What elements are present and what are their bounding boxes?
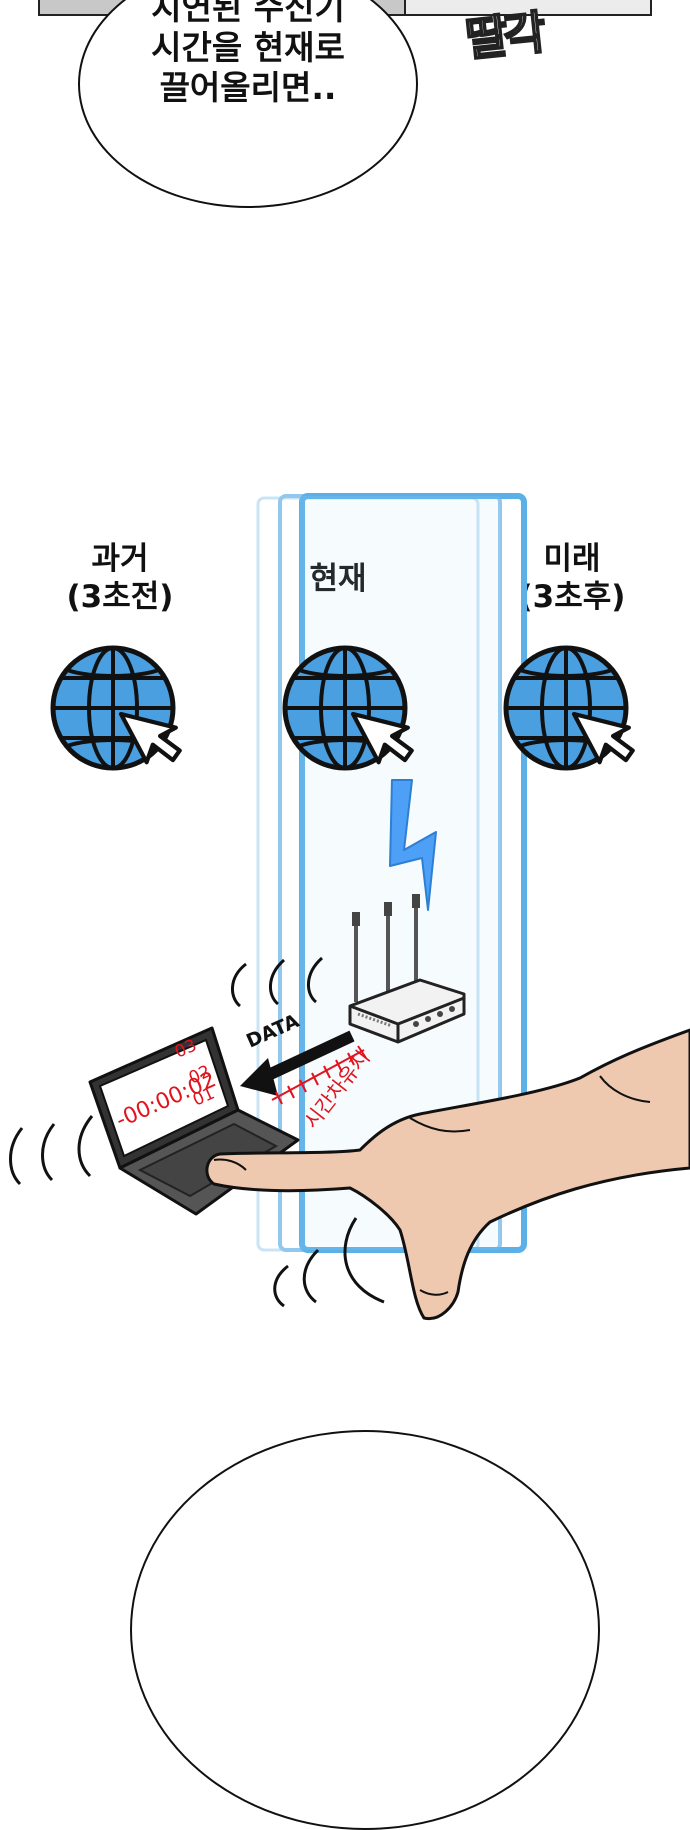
bubble-line-2: 시간을 현재로 — [151, 28, 345, 67]
past-label-line2: (3초전) — [66, 579, 174, 615]
past-label: 과거 (3초전) — [40, 540, 200, 616]
future-label-line2: (3초후) — [518, 579, 626, 615]
present-label: 현재 — [258, 560, 418, 598]
bubble-line-1: 지연된 수신기 — [151, 0, 345, 27]
future-globe-icon — [506, 648, 642, 771]
router-icon — [348, 894, 466, 1044]
laptop-vibration-waves — [9, 1115, 385, 1308]
speech-bubble — [78, 0, 418, 208]
past-globe-icon — [53, 648, 189, 771]
speech-bubble-text: 지연된 수신기 시간을 현재로 끌어올리면.. — [78, 0, 418, 108]
future-label: 미래 (3초후) — [492, 540, 652, 616]
bubble-line-3: 끌어올리면.. — [159, 68, 337, 107]
sound-effect: 딸각 — [462, 4, 546, 68]
present-label-line1: 현재 — [258, 560, 418, 598]
hand-illustration — [205, 1028, 690, 1321]
router-signal-waves — [231, 956, 324, 1008]
lightning-bolt-icon — [389, 779, 437, 911]
past-label-line1: 과거 — [91, 541, 149, 577]
network-diagram: DATA 시간차유지 -00:00:02 03 02 01 — [9, 493, 690, 1321]
top-panel-right — [404, 0, 652, 16]
bottom-speech-bubble — [130, 1430, 600, 1830]
time-gap-ruler — [271, 1045, 367, 1105]
future-label-line1: 미래 — [543, 541, 601, 577]
data-arrow — [240, 1030, 355, 1096]
data-arrow-label: DATA — [243, 1010, 303, 1053]
